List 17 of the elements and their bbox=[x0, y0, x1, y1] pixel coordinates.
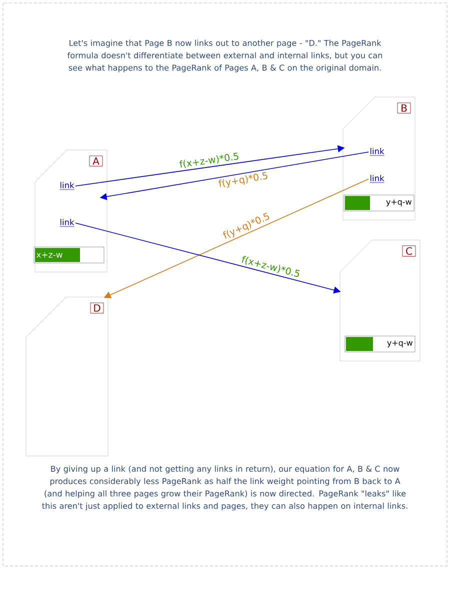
page-shape bbox=[340, 240, 420, 362]
link: link bbox=[59, 218, 74, 227]
pagerank-bar: x+z-w bbox=[34, 246, 104, 264]
page-letter: D bbox=[90, 302, 104, 314]
link: link bbox=[59, 182, 74, 190]
paragraph: Let's imagine that Page B now links out to another page - "D." The PageRank formula doesn't differentiate between external and internal links, but you can see what happens to the PageRank of Pages A, B & C on the original domain. bbox=[68, 40, 382, 72]
page-letter: B bbox=[397, 102, 411, 114]
paragraph: By giving up a link (and not getting any links in return), our equation for A, B & C now produces considerably less PageRank as half the link weight pointing from B back to A (and helping all three pages grow their PageRank) is now directed. PageRank "leaks" like this aren't just applied to external links and pages, they can also happen on internal links. bbox=[42, 466, 408, 510]
page-shape bbox=[26, 296, 108, 456]
link: link bbox=[369, 148, 384, 156]
page-shape bbox=[34, 150, 108, 272]
page-letter: A bbox=[89, 156, 103, 166]
page-shape bbox=[342, 96, 416, 220]
edge-label: f(x+z-w)*0.5 bbox=[179, 152, 238, 168]
page-letter: C bbox=[402, 246, 416, 256]
link: link bbox=[369, 174, 384, 183]
edge-label: f(y+q)*0.5 bbox=[218, 172, 268, 188]
